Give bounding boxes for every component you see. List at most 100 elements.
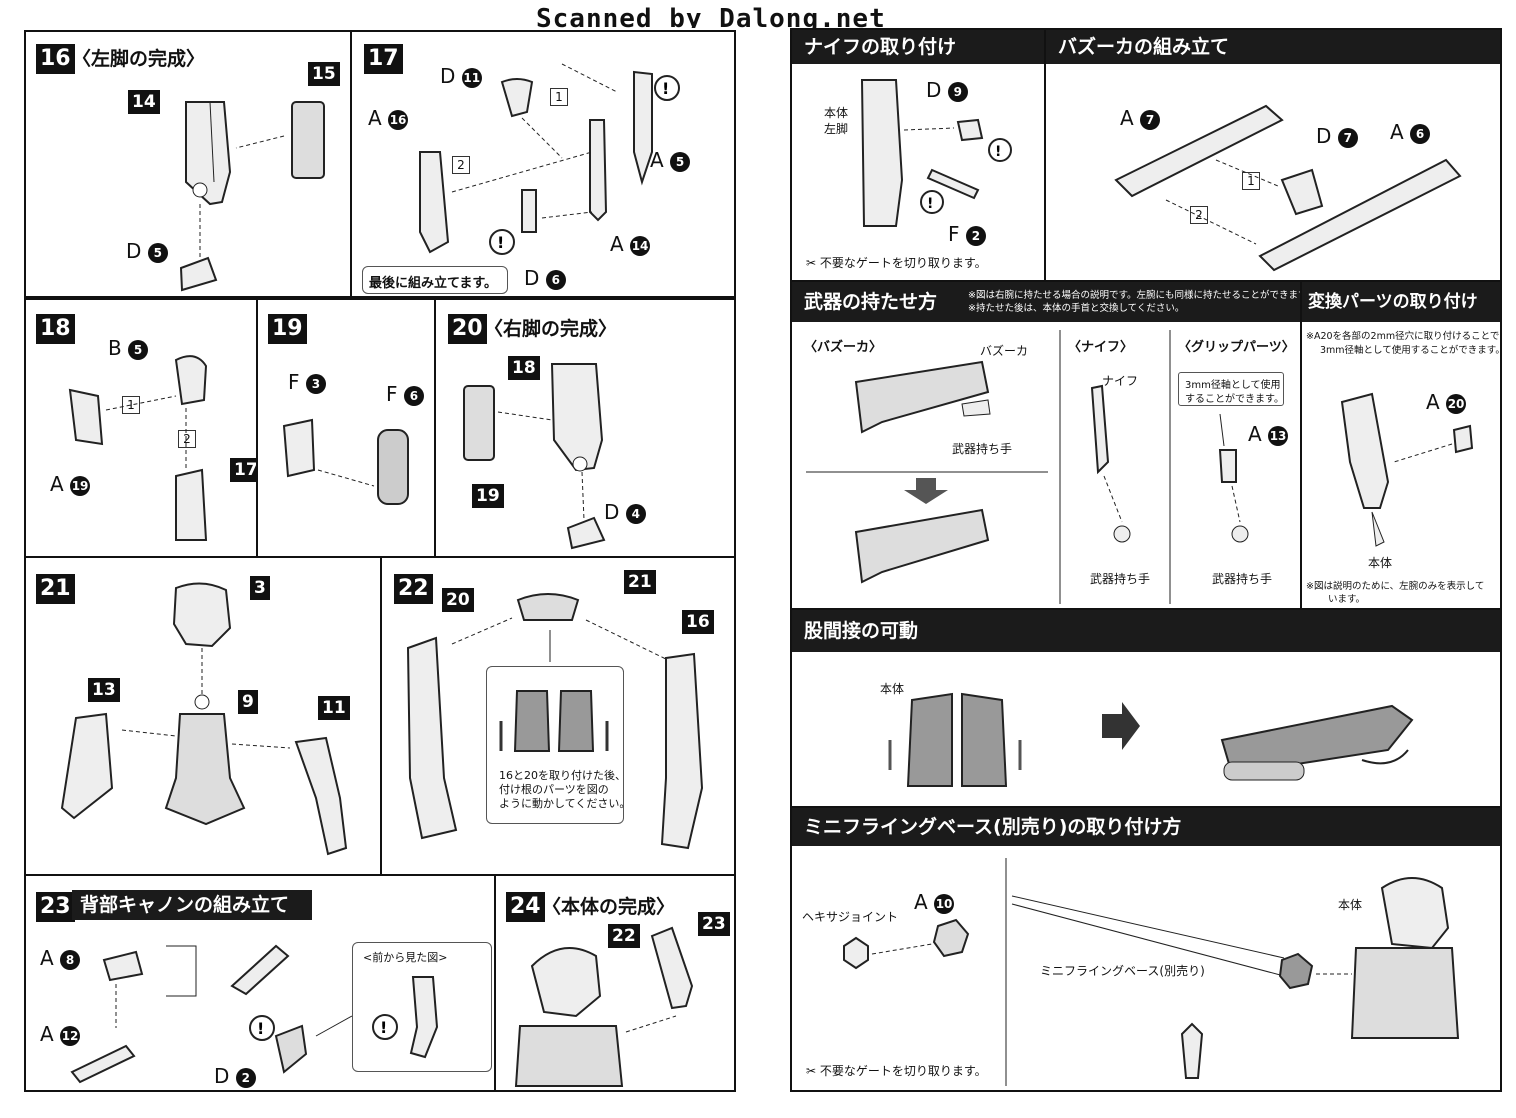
- part-letter: F: [948, 222, 960, 246]
- part-label: A 10: [914, 890, 955, 914]
- part-number: 5: [147, 242, 168, 263]
- gate-note: ✂ 不要なゲートを切り取ります。: [806, 256, 987, 270]
- hex-joint-label: ヘキサジョイント: [802, 910, 899, 924]
- step-18-panel: 18 B 5 A 19 17 1 2: [24, 298, 262, 558]
- part-number: 6: [1410, 123, 1431, 144]
- step-number: 17: [364, 44, 403, 74]
- part-number: 20: [1446, 393, 1467, 414]
- part-label: D 9: [926, 78, 968, 102]
- part-number: 10: [934, 893, 955, 914]
- body-label: 本体: [824, 106, 849, 120]
- cannon-illustration: !: [70, 944, 353, 1084]
- section-title: 武器の持たせ方 ※図は右腕に持たせる場合の説明です。左腕にも同様に持たせることが…: [792, 282, 1316, 322]
- part-tag: 3: [250, 576, 270, 600]
- body-label: 本体: [1338, 898, 1363, 912]
- step-number: 20: [448, 314, 487, 344]
- part-number: 12: [60, 1025, 81, 1046]
- part-letter: D: [126, 239, 142, 263]
- part-number: 7: [1337, 127, 1358, 148]
- convert-note: 3mm径軸として使用することができます。: [1320, 345, 1505, 356]
- part-letter: D: [524, 266, 540, 290]
- order-marker: 2: [452, 156, 470, 174]
- section-title: 股間接の可動: [792, 610, 1500, 652]
- legs-attach-illustration: [406, 593, 704, 850]
- section-title: バズーカの組み立て: [1046, 30, 1500, 64]
- part-tag: 13: [88, 678, 120, 702]
- note-text: 最後に組み立てます。: [369, 276, 498, 291]
- grip-note-text: することができます。: [1185, 394, 1284, 405]
- part-tag: 20: [442, 588, 474, 612]
- step-title: 〈右脚の完成〉: [484, 318, 618, 340]
- front-view-callout: <前から見た図> !: [352, 942, 492, 1072]
- part-label: A 14: [610, 232, 651, 256]
- step-16-panel: 16 〈左脚の完成〉 14 15 D 5: [24, 30, 352, 298]
- order-marker: 2: [178, 430, 196, 448]
- weapon-hold-panel: 武器の持たせ方 ※図は右腕に持たせる場合の説明です。左腕にも同様に持たせることが…: [790, 280, 1316, 610]
- flying-base-illustration: [843, 858, 1460, 1086]
- gate-note: ✂ 不要なゲートを切り取ります。: [806, 1064, 987, 1078]
- weapon-label: ナイフ: [1102, 374, 1139, 388]
- section-title: 変換パーツの取り付け: [1302, 282, 1500, 322]
- torso-illustration: [60, 582, 348, 856]
- part-letter: A: [914, 890, 928, 914]
- part-number: 9: [947, 81, 968, 102]
- weapon-hold-illustration: [806, 330, 1249, 604]
- hand-label: 武器持ち手: [952, 442, 1013, 456]
- part-tag: 14: [128, 90, 160, 114]
- part-number: 13: [1268, 425, 1289, 446]
- part-letter: D: [214, 1064, 230, 1088]
- part-number: 4: [625, 503, 646, 524]
- step-number: 19: [268, 314, 307, 344]
- part-letter: A: [1390, 120, 1404, 144]
- caution-icon: !: [927, 196, 933, 212]
- part-letter: A: [1120, 106, 1134, 130]
- flying-base-label: ミニフライングベース(別売り): [1040, 964, 1205, 978]
- caution-icon: !: [662, 79, 669, 98]
- part-tag: 22: [608, 924, 640, 948]
- step-title: 背部キャノンの組み立て: [72, 890, 312, 920]
- part-number: 7: [1140, 109, 1161, 130]
- part-tag: 16: [682, 610, 714, 634]
- part-tag: 23: [698, 912, 730, 936]
- part-label: A 5: [650, 148, 691, 172]
- step-number: 23: [36, 892, 75, 922]
- part-label: A 12: [40, 1022, 81, 1046]
- part-letter: B: [108, 336, 122, 360]
- detail-note: ように動かしてください。: [499, 797, 631, 810]
- part-number: 16: [388, 109, 409, 130]
- part-label: F 3: [288, 370, 326, 394]
- step-number: 16: [36, 44, 75, 74]
- hip-joint-panel: 股間接の可動 本体: [790, 608, 1502, 808]
- part-tag: 9: [238, 690, 258, 714]
- weapon-note: ※持たせた後は、本体の手首と交換してください。: [968, 303, 1185, 314]
- part-number: 3: [305, 373, 326, 394]
- order-marker: 1: [550, 88, 568, 106]
- subsection-heading: 〈グリップパーツ〉: [1178, 340, 1295, 355]
- part-letter: A: [368, 106, 382, 130]
- bazooka-build-panel: バズーカの組み立て A 7 D 7 A 6 1 2: [1044, 28, 1502, 282]
- bazooka-parts-illustration: [1114, 104, 1462, 272]
- hand-label: 武器持ち手: [1090, 572, 1151, 586]
- part-label: A 6: [1390, 120, 1431, 144]
- convert-note: ※A20を各部の2mm径穴に取り付けることで: [1306, 331, 1500, 342]
- part-label: A 16: [368, 106, 409, 130]
- part-number: 5: [670, 151, 691, 172]
- part-letter: D: [1316, 124, 1332, 148]
- part-label: D 2: [214, 1064, 256, 1088]
- body-label: 本体: [1368, 556, 1393, 570]
- part-letter: D: [604, 500, 620, 524]
- part-number: 6: [403, 385, 424, 406]
- section-title: ナイフの取り付け: [792, 30, 1044, 64]
- assembly-note: 最後に組み立てます。: [362, 266, 508, 294]
- hand-label: 武器持ち手: [1212, 572, 1273, 586]
- step-21-panel: 21 3 9 13 11: [24, 556, 382, 876]
- part-label: D 7: [1316, 124, 1358, 148]
- step-22-panel: 22 20 21 16 16と20を取り付けた後、 付け根のパーツを図の ように…: [380, 556, 736, 876]
- detail-callout: 16と20を取り付けた後、 付け根のパーツを図の ように動かしてください。: [486, 666, 630, 824]
- part-label: D 11: [440, 64, 482, 88]
- part-number: 19: [70, 475, 91, 496]
- order-marker: 2: [1190, 206, 1208, 224]
- grip-note: 3mm径軸として使用 することができます。: [1178, 372, 1284, 406]
- knife-on-leg-illustration: ! !: [860, 79, 1012, 227]
- step-number: 22: [394, 574, 433, 604]
